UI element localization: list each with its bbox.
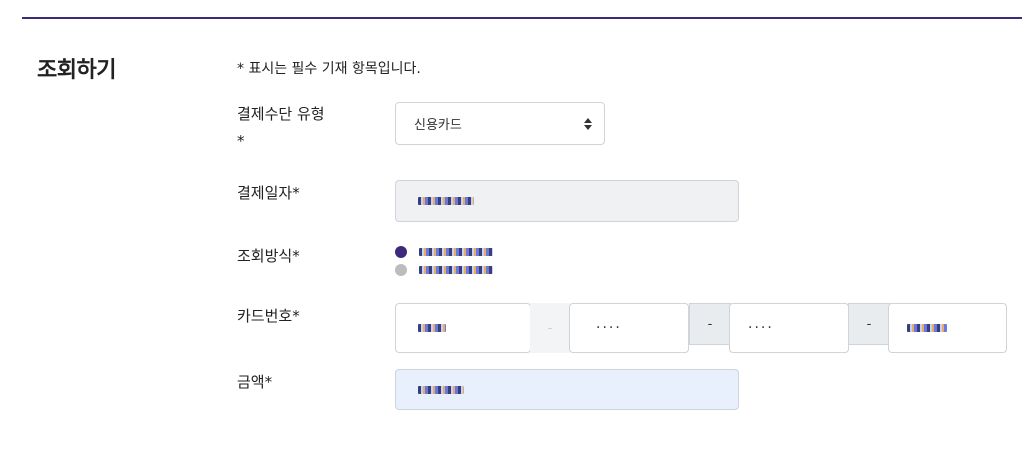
lookup-method-option-1[interactable] — [395, 245, 493, 259]
select-arrows-icon — [584, 117, 592, 130]
card-number-separator-1: - — [530, 303, 570, 353]
lookup-method-label: 조회방식* — [237, 247, 300, 265]
payment-date-label: 결제일자* — [237, 184, 300, 202]
payment-type-label: 결제수단 유형 * — [237, 101, 325, 155]
lookup-method-option-1-masked-label — [419, 248, 493, 256]
card-number-part3-value: ···· — [748, 320, 774, 336]
card-number-part4-input[interactable] — [888, 303, 1007, 353]
section-title: 조회하기 — [37, 58, 116, 83]
payment-type-required-mark: * — [237, 132, 245, 150]
card-number-part1-masked-value — [418, 324, 446, 332]
amount-masked-value — [418, 385, 464, 394]
card-number-part4-masked-value — [907, 324, 947, 332]
card-number-label: 카드번호* — [237, 307, 300, 325]
payment-type-selected-value: 신용카드 — [414, 118, 462, 133]
card-number-separator-2: - — [689, 303, 731, 345]
lookup-method-option-2-masked-label — [419, 266, 493, 274]
required-note: * 표시는 필수 기재 항목입니다. — [237, 61, 421, 77]
lookup-method-option-2[interactable] — [395, 263, 493, 277]
card-number-separator-3: - — [848, 303, 890, 345]
card-number-separator-1-text: - — [547, 320, 553, 336]
amount-input[interactable] — [395, 369, 739, 410]
card-number-part2-input[interactable]: ···· — [569, 303, 689, 353]
amount-label: 금액* — [237, 373, 273, 391]
top-divider — [22, 17, 1022, 19]
card-number-part3-input[interactable]: ···· — [729, 303, 849, 353]
payment-date-input[interactable] — [395, 180, 739, 222]
radio-checked-icon[interactable] — [395, 246, 407, 258]
payment-date-masked-value — [418, 197, 474, 205]
payment-type-label-text: 결제수단 유형 — [237, 105, 325, 123]
card-number-separator-3-text: - — [866, 316, 872, 332]
radio-unchecked-icon[interactable] — [395, 264, 407, 276]
card-number-part2-value: ···· — [596, 320, 622, 336]
lookup-method-radio-group — [395, 245, 493, 281]
payment-type-select[interactable]: 신용카드 — [395, 102, 605, 145]
card-number-part1-input[interactable] — [395, 303, 531, 353]
card-number-separator-2-text: - — [707, 316, 713, 332]
